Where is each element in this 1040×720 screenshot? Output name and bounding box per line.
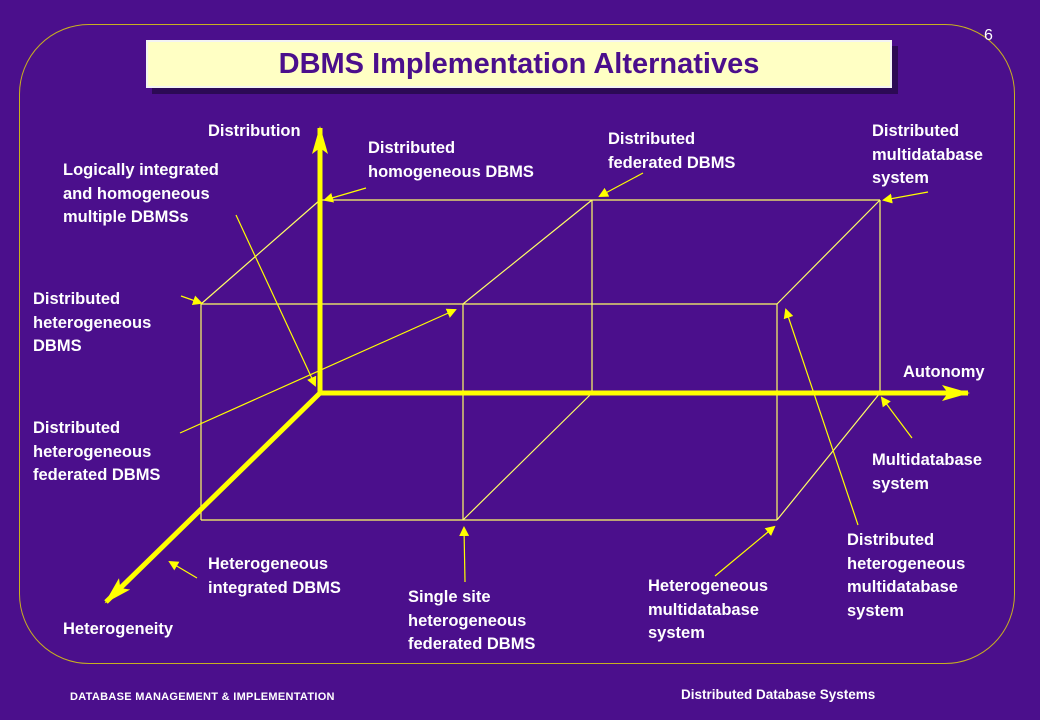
- page-title: DBMS Implementation Alternatives: [278, 47, 760, 80]
- arrow-distributed-heterogeneous-federated: [179, 308, 457, 434]
- arrow-single-site: [459, 526, 470, 583]
- label-distributed-heterogeneous-multidatabase: Distributed heterogeneous multidatabase …: [847, 531, 966, 620]
- autonomy-axis-label: Autonomy: [903, 363, 985, 381]
- label-distributed-homogeneous: Distributed homogeneous DBMS: [368, 139, 534, 181]
- label-distributed-heterogeneous-federated: Distributed heterogeneous federated DBMS: [33, 419, 161, 484]
- arrow-distributed-homogeneous: [323, 187, 367, 203]
- label-distributed-heterogeneous: Distributed heterogeneous DBMS: [33, 290, 152, 355]
- label-distributed-federated: Distributed federated DBMS: [608, 130, 736, 172]
- arrow-distributed-heterogeneous: [180, 295, 203, 306]
- cube-diag-bottom-mid: [462, 392, 593, 521]
- heterogeneity-axis-label: Heterogeneity: [63, 620, 174, 638]
- label-logically-integrated: Logically integrated and homogeneous mul…: [63, 161, 219, 226]
- arrow-distributed-heterogeneous-multidatabase: [783, 308, 859, 526]
- title-box: DBMS Implementation Alternatives: [146, 40, 892, 88]
- label-single-site-heterogeneous-federated: Single site heterogeneous federated DBMS: [408, 588, 536, 653]
- arrow-heterogeneous-multidatabase: [714, 525, 776, 577]
- footer-course: DATABASE MANAGEMENT & IMPLEMENTATION: [70, 691, 335, 703]
- distribution-axis-label: Distribution: [208, 122, 301, 140]
- arrow-logically-integrated: [235, 214, 317, 387]
- label-distributed-multidatabase: Distributed multidatabase system: [872, 122, 983, 187]
- slide-number: 6: [984, 27, 993, 44]
- label-heterogeneous-integrated: Heterogeneous integrated DBMS: [208, 555, 341, 597]
- cube-diag-top-left: [200, 199, 321, 305]
- cube-diag-top-right: [776, 199, 881, 305]
- arrow-heterogeneous-integrated: [168, 560, 198, 579]
- footer-topic: Distributed Database Systems: [681, 687, 876, 702]
- cube-diag-bottom-right: [776, 392, 881, 521]
- arrow-multidatabase-system: [880, 396, 913, 439]
- arrow-distributed-federated: [598, 172, 644, 197]
- heterogeneity-axis: [104, 391, 322, 604]
- cube-diag-top-mid: [462, 199, 593, 305]
- slide-frame: [19, 24, 1015, 664]
- label-heterogeneous-multidatabase: Heterogeneous multidatabase system: [648, 577, 769, 642]
- label-multidatabase-system: Multidatabase system: [872, 451, 983, 493]
- arrow-distributed-multidatabase: [882, 191, 929, 204]
